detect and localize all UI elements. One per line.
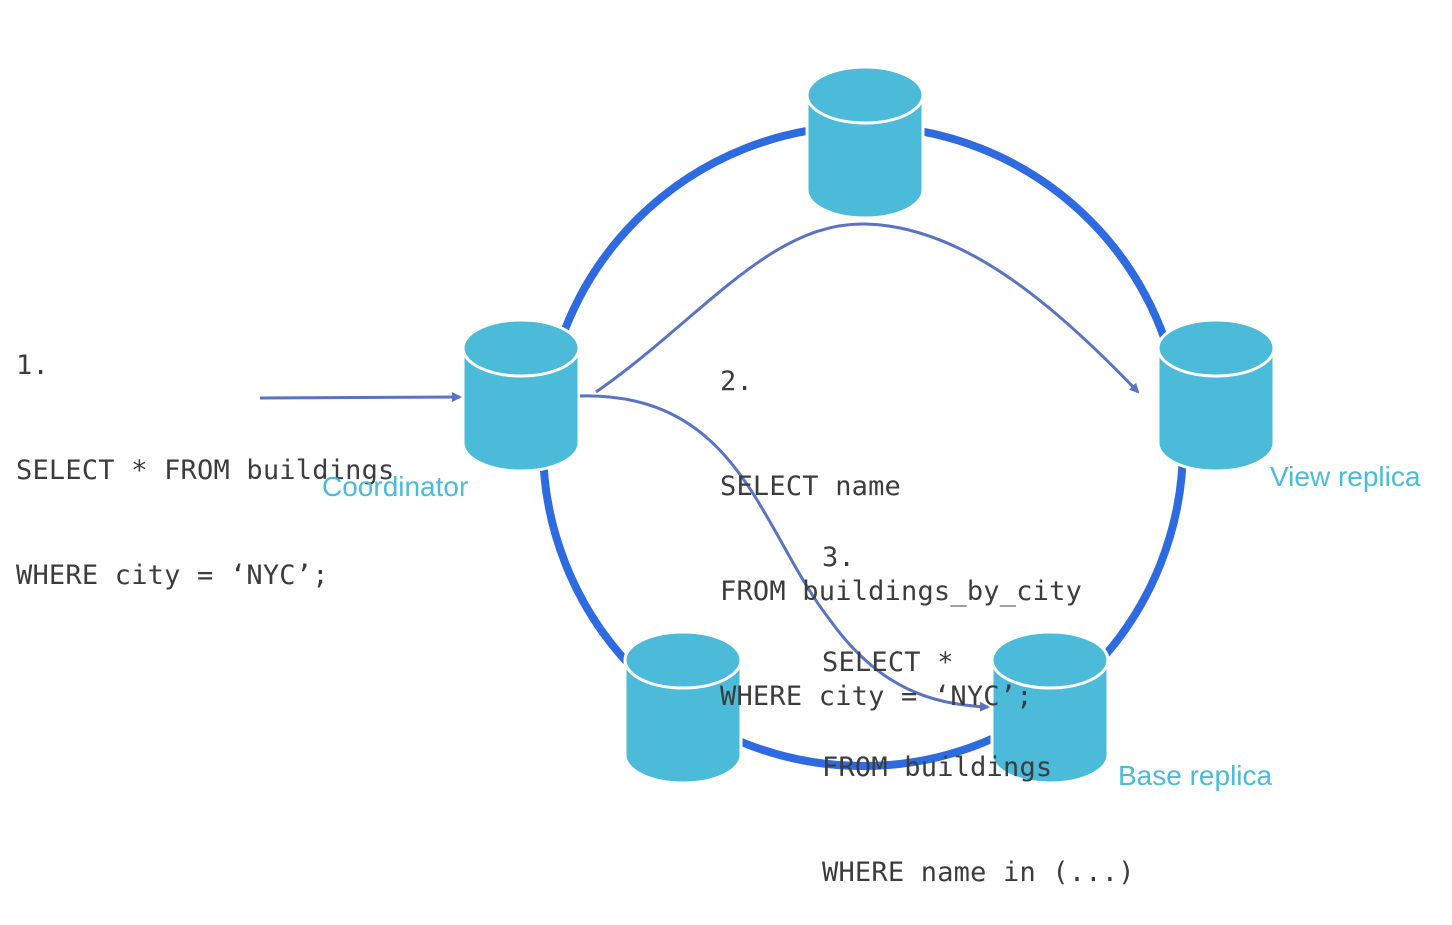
coordinator-to-view-replica-arrow: [595, 222, 1140, 394]
base-query-line: 3.: [822, 542, 855, 573]
base-query-line: FROM buildings: [822, 752, 1053, 783]
node-bottom-left: [623, 630, 743, 785]
node-base-replica: [990, 630, 1110, 785]
database-cylinder-icon: [1156, 318, 1276, 473]
client-query-line: WHERE city = ‘NYC’;: [16, 560, 329, 591]
client-query-line: SELECT * FROM buildings: [16, 455, 395, 486]
database-cylinder-icon: [805, 65, 925, 220]
database-cylinder-icon: [461, 318, 581, 473]
view-query-line: WHERE city = ‘NYC’;: [720, 681, 1033, 712]
cluster-diagram: [259, 65, 1276, 785]
coordinator-label: Coordinator: [322, 471, 469, 502]
database-cylinder-icon: [623, 630, 743, 785]
client-query-line: 1.: [16, 350, 49, 381]
coordinator-to-base-replica-arrow: [579, 394, 990, 712]
base-query-code: 3. SELECT * FROM buildings WHERE name in…: [822, 470, 1135, 925]
view-query-line: FROM buildings_by_city: [720, 576, 1083, 607]
view-query-code: 2. SELECT name FROM buildings_by_city WH…: [720, 294, 1082, 749]
view-replica-label: View replica: [1270, 461, 1421, 492]
base-query-line: SELECT *: [822, 647, 954, 678]
node-top: [805, 65, 925, 220]
database-cylinder-icon: [990, 630, 1110, 785]
client-to-coordinator-arrow: [259, 392, 462, 403]
base-replica-label: Base replica: [1118, 760, 1273, 791]
view-query-line: SELECT name: [720, 471, 902, 502]
node-coordinator: [461, 318, 581, 473]
view-query-line: 2.: [720, 366, 753, 397]
base-query-line: WHERE name in (...): [822, 857, 1135, 888]
client-query-code: 1. SELECT * FROM buildings WHERE city = …: [16, 278, 394, 628]
node-view-replica: [1156, 318, 1276, 473]
